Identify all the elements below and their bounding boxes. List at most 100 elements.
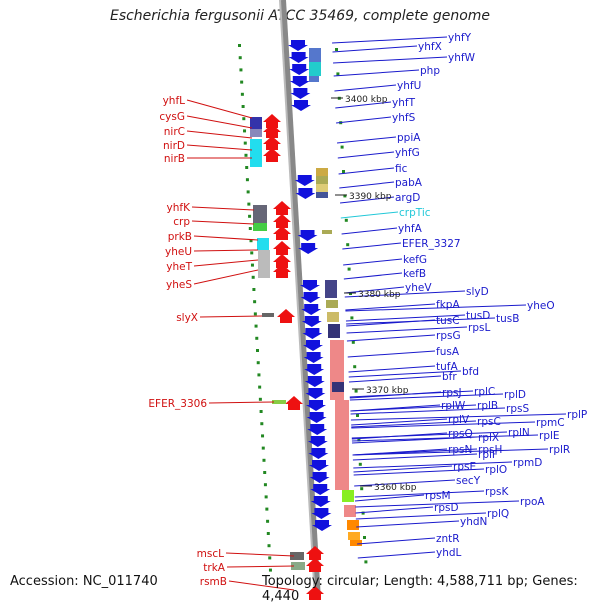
- gene-label-right[interactable]: yhfS: [392, 112, 416, 124]
- gene-label-left[interactable]: nirC: [164, 126, 185, 138]
- gene-label-right[interactable]: yhdL: [436, 547, 462, 559]
- gene-label-right[interactable]: rpsM: [425, 490, 451, 502]
- gene-label-right[interactable]: rplQ: [487, 508, 509, 520]
- gene-label-right[interactable]: pabA: [395, 177, 423, 189]
- gene-label-right[interactable]: yhfU: [397, 80, 421, 92]
- forward-gene-arrow[interactable]: [263, 124, 281, 138]
- reverse-gene-arrow[interactable]: [311, 508, 332, 519]
- forward-gene-arrow[interactable]: [273, 264, 291, 278]
- gene-label-right[interactable]: yheV: [405, 282, 432, 294]
- reverse-gene-arrow[interactable]: [290, 88, 311, 99]
- gene-label-right[interactable]: yhfT: [392, 97, 416, 109]
- gene-label-right[interactable]: yheO: [527, 300, 555, 312]
- reverse-gene-arrow[interactable]: [312, 520, 332, 531]
- gene-label-right[interactable]: rplN: [508, 427, 530, 439]
- gene-label-right[interactable]: rplF: [478, 449, 498, 461]
- gene-label-left[interactable]: slyX: [176, 312, 198, 324]
- gene-label-right[interactable]: rplR: [549, 444, 570, 456]
- gene-label-right[interactable]: yhfW: [448, 52, 476, 64]
- gene-label-left[interactable]: cysG: [159, 111, 185, 123]
- gene-label-right[interactable]: crpTic: [399, 207, 431, 219]
- gene-label-right[interactable]: secY: [456, 475, 481, 487]
- gene-label-right[interactable]: slyD: [466, 286, 489, 298]
- reverse-gene-arrow[interactable]: [305, 388, 326, 399]
- gene-label-left[interactable]: rsmB: [200, 576, 227, 588]
- gene-label-left[interactable]: yheT: [166, 261, 192, 273]
- gene-label-right[interactable]: rpoA: [520, 496, 545, 508]
- reverse-gene-arrow[interactable]: [302, 328, 323, 339]
- reverse-gene-arrow[interactable]: [309, 472, 330, 483]
- gene-label-left[interactable]: trkA: [203, 562, 226, 574]
- gene-label-right[interactable]: rpsQ: [448, 428, 473, 440]
- gene-label-right[interactable]: rpsK: [485, 486, 509, 498]
- gene-label-right[interactable]: yhfA: [398, 223, 423, 235]
- gene-label-right[interactable]: rpmC: [536, 417, 565, 429]
- gene-label-right[interactable]: rplB: [477, 400, 498, 412]
- gene-label-right[interactable]: fkpA: [436, 299, 460, 311]
- gene-label-left[interactable]: nirD: [163, 140, 185, 152]
- gene-label-right[interactable]: rpsS: [506, 403, 529, 415]
- gene-label-left[interactable]: EFER_3306: [148, 398, 207, 410]
- reverse-gene-arrow[interactable]: [310, 496, 331, 507]
- reverse-gene-arrow[interactable]: [301, 304, 322, 315]
- gene-label-right[interactable]: fic: [395, 163, 408, 175]
- reverse-gene-arrow[interactable]: [288, 52, 309, 63]
- reverse-gene-arrow[interactable]: [308, 448, 329, 459]
- gene-label-right[interactable]: bfd: [462, 366, 479, 378]
- gene-label-right[interactable]: rpsD: [434, 502, 459, 514]
- gene-label-right[interactable]: EFER_3327: [402, 238, 461, 250]
- gene-label-right[interactable]: tusC: [436, 315, 460, 327]
- reverse-gene-arrow[interactable]: [300, 292, 321, 303]
- reverse-gene-arrow[interactable]: [310, 484, 331, 495]
- gene-label-right[interactable]: rpsE: [453, 461, 476, 473]
- gene-label-right[interactable]: rpsG: [436, 330, 461, 342]
- gene-label-right[interactable]: bfr: [442, 371, 457, 383]
- reverse-gene-arrow[interactable]: [300, 280, 320, 291]
- gene-label-left[interactable]: crp: [173, 216, 190, 228]
- gene-label-right[interactable]: yhfG: [395, 147, 420, 159]
- forward-gene-arrow[interactable]: [273, 201, 291, 215]
- gene-label-right[interactable]: kefB: [403, 268, 426, 280]
- reverse-gene-arrow[interactable]: [289, 64, 310, 75]
- reverse-gene-arrow[interactable]: [304, 364, 325, 375]
- gene-label-left[interactable]: yhfK: [167, 202, 192, 214]
- gene-label-right[interactable]: php: [420, 65, 440, 77]
- reverse-gene-arrow[interactable]: [301, 316, 322, 327]
- gene-label-left[interactable]: prkB: [168, 231, 192, 243]
- reverse-gene-arrow[interactable]: [289, 76, 310, 87]
- gene-label-left[interactable]: yheS: [166, 279, 192, 291]
- forward-gene-arrow[interactable]: [263, 114, 281, 128]
- gene-label-right[interactable]: rplW: [441, 400, 466, 412]
- reverse-gene-arrow[interactable]: [294, 175, 315, 186]
- gene-label-right[interactable]: tusB: [496, 313, 519, 325]
- gene-label-right[interactable]: kefG: [403, 254, 427, 266]
- gene-label-left[interactable]: yheU: [165, 246, 192, 258]
- gene-label-right[interactable]: rplP: [567, 409, 587, 421]
- gene-label-right[interactable]: fusA: [436, 346, 460, 358]
- reverse-gene-arrow[interactable]: [288, 40, 308, 51]
- gene-label-right[interactable]: yhfX: [418, 41, 442, 53]
- gene-label-right[interactable]: argD: [395, 192, 420, 204]
- reverse-gene-arrow[interactable]: [303, 352, 324, 363]
- forward-gene-arrow[interactable]: [277, 309, 295, 323]
- gene-label-right[interactable]: rpsH: [478, 444, 502, 456]
- forward-gene-arrow[interactable]: [273, 254, 291, 268]
- reverse-gene-arrow[interactable]: [307, 436, 328, 447]
- reverse-gene-arrow[interactable]: [307, 424, 328, 435]
- gene-label-right[interactable]: rpsJ: [442, 387, 462, 399]
- gene-label-right[interactable]: rplE: [539, 430, 560, 442]
- reverse-gene-arrow[interactable]: [306, 412, 327, 423]
- gene-label-right[interactable]: rpsC: [477, 416, 501, 428]
- gene-label-right[interactable]: yhfY: [448, 32, 472, 44]
- gene-label-left[interactable]: mscL: [197, 548, 224, 560]
- gene-label-right[interactable]: tusD: [466, 310, 490, 322]
- forward-gene-arrow[interactable]: [273, 226, 291, 240]
- forward-gene-arrow[interactable]: [285, 396, 303, 410]
- gene-label-right[interactable]: rplD: [504, 389, 526, 401]
- forward-gene-arrow[interactable]: [306, 586, 324, 600]
- reverse-gene-arrow[interactable]: [295, 188, 316, 199]
- reverse-gene-arrow[interactable]: [309, 460, 329, 471]
- forward-gene-arrow[interactable]: [263, 148, 281, 162]
- forward-gene-arrow[interactable]: [263, 136, 281, 150]
- gene-label-right[interactable]: tufA: [436, 361, 458, 373]
